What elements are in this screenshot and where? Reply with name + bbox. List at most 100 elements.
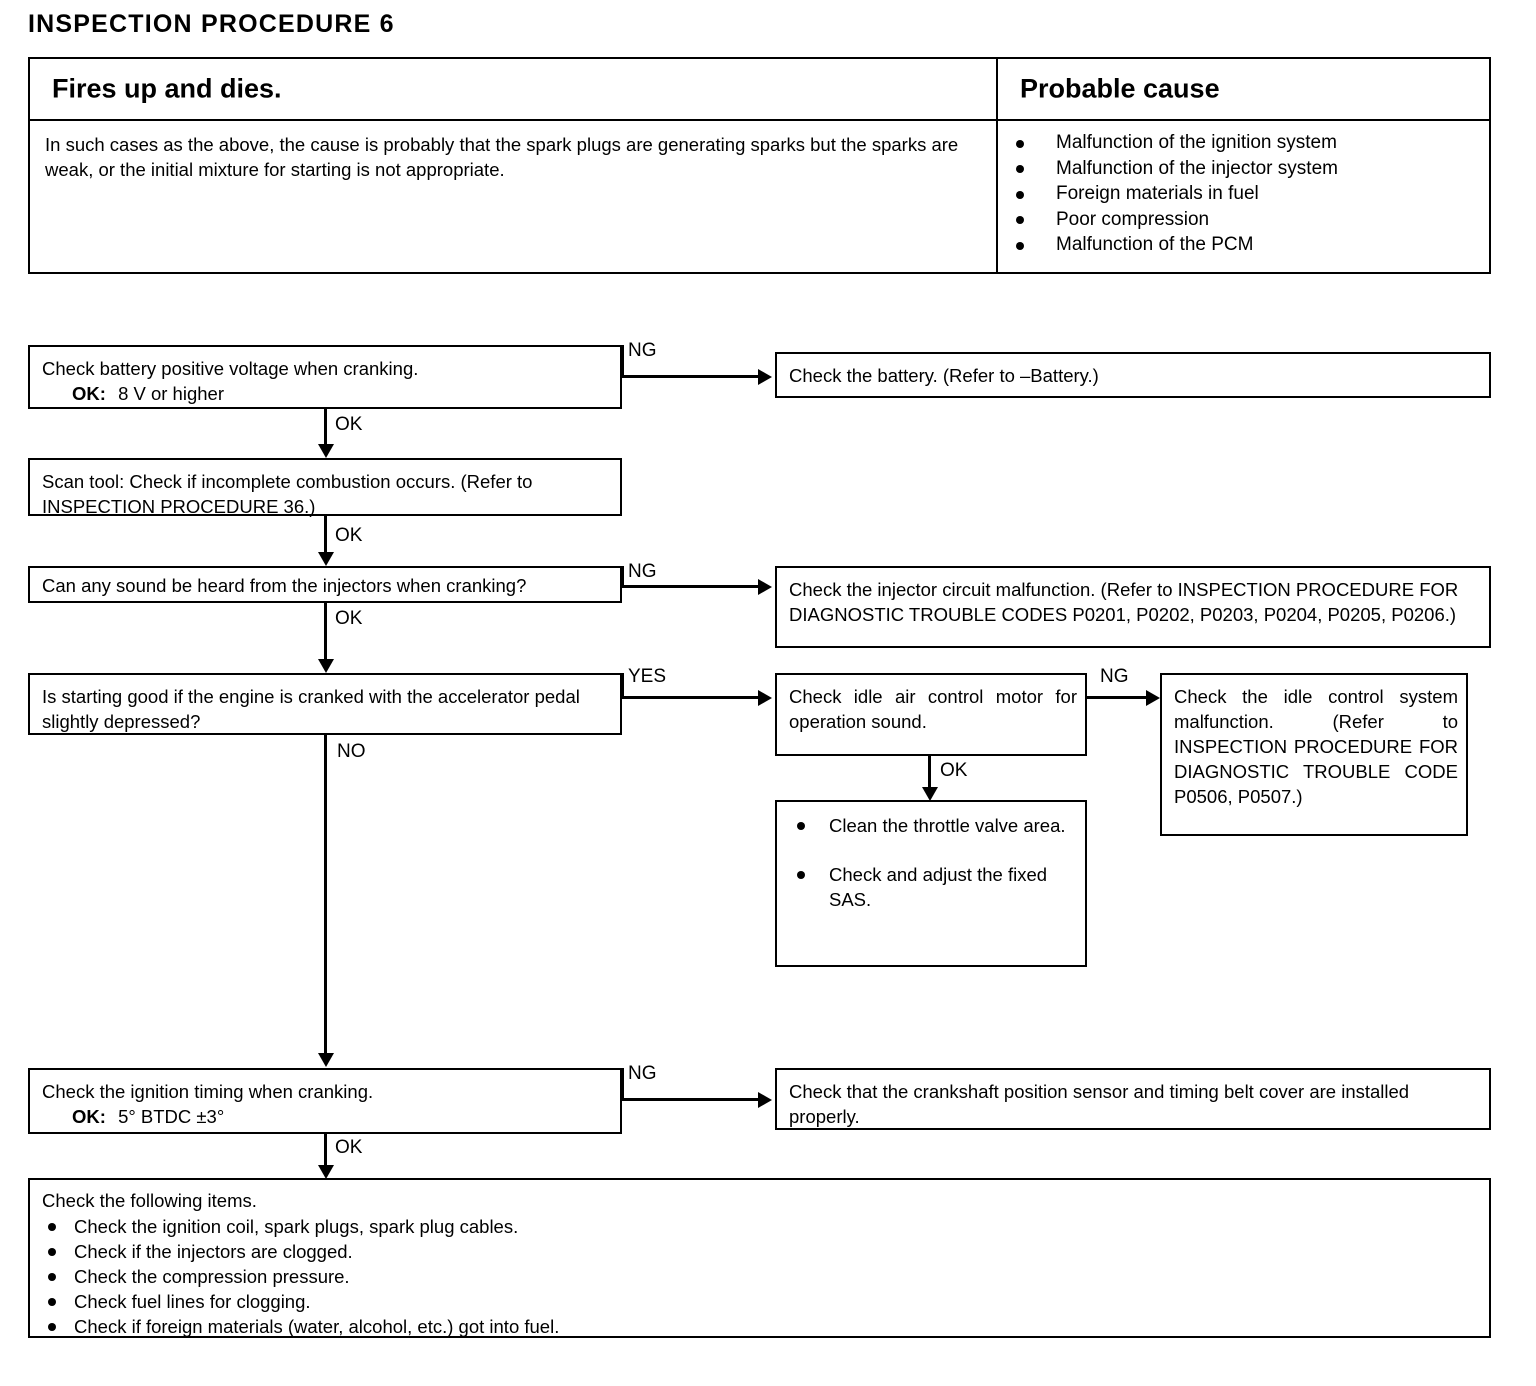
node-injector-sound: Can any sound be heard from the injector… xyxy=(28,566,622,603)
edge-label-accelerator-no: NO xyxy=(337,741,366,762)
edge-idle-ng-line xyxy=(1087,696,1149,699)
throttle-actions-list: Clean the throttle valve area. Check and … xyxy=(777,813,1077,912)
node-battery-result: Check the battery. (Refer to –Battery.) xyxy=(775,352,1491,398)
edge-battery-ng-line xyxy=(621,375,761,378)
cause-header-text: Probable cause xyxy=(1020,73,1220,104)
final-check-item-label: Check if the injectors are clogged. xyxy=(74,1241,353,1262)
node-scan-tool: Scan tool: Check if incomplete combustio… xyxy=(28,458,622,517)
idle-air-motor-text: Check idle air control motor for operati… xyxy=(789,686,1077,732)
bullet-icon xyxy=(797,871,805,879)
final-check-item: Check the compression pressure. xyxy=(30,1264,1481,1289)
timing-ok-value: 5° BTDC ±3° xyxy=(118,1106,225,1127)
battery-check-text: Check battery positive voltage when cran… xyxy=(42,356,612,406)
bullet-icon xyxy=(48,1273,56,1281)
battery-ok-value: 8 V or higher xyxy=(118,383,224,404)
throttle-action-item-label: Clean the throttle valve area. xyxy=(829,815,1066,836)
ignition-timing-text: Check the ignition timing when cranking.… xyxy=(42,1079,612,1129)
final-checks-heading: Check the following items. xyxy=(42,1190,257,1211)
edge-injector-ng-line xyxy=(621,585,761,588)
edge-accelerator-no-arrow xyxy=(317,1053,334,1067)
bullet-icon xyxy=(48,1223,56,1231)
probable-cause-item-label: Malfunction of the injector system xyxy=(1056,157,1338,179)
edge-timing-ok-line xyxy=(324,1134,327,1172)
edge-timing-ng-arrow xyxy=(758,1092,772,1108)
battery-ok-label: OK: xyxy=(72,383,106,404)
accelerator-start-text: Is starting good if the engine is cranke… xyxy=(42,686,580,732)
page-title: INSPECTION PROCEDURE 6 xyxy=(28,10,395,38)
edge-label-injector-ok: OK xyxy=(335,608,363,629)
final-check-item-label: Check if foreign materials (water, alcoh… xyxy=(74,1316,560,1337)
edge-label-battery-ok: OK xyxy=(335,414,363,435)
edge-injector-ok-line xyxy=(324,603,327,666)
timing-ok-label: OK: xyxy=(72,1106,106,1127)
probable-cause-item-label: Foreign materials in fuel xyxy=(1056,183,1259,204)
edge-battery-ng-arrow xyxy=(758,369,772,385)
probable-cause-item-label: Poor compression xyxy=(1056,208,1210,230)
final-check-item-label: Check the compression pressure. xyxy=(74,1266,350,1287)
edge-injector-ok-arrow xyxy=(317,659,334,673)
node-ignition-timing: Check the ignition timing when cranking.… xyxy=(28,1068,622,1134)
node-idle-control-system: Check the idle control system malfunctio… xyxy=(1160,673,1468,836)
final-check-item: Check if foreign materials (water, alcoh… xyxy=(30,1314,1481,1339)
crank-sensor-text: Check that the crankshaft position senso… xyxy=(789,1081,1410,1127)
final-check-item: Check the ignition coil, spark plugs, sp… xyxy=(30,1214,1481,1239)
edge-accelerator-yes-line xyxy=(621,696,761,699)
edge-battery-ok-line xyxy=(324,409,327,451)
edge-label-timing-ok: OK xyxy=(335,1137,363,1158)
edge-accelerator-yes-stub xyxy=(621,673,624,698)
symptom-description-cell: In such cases as the above, the cause is… xyxy=(30,121,998,272)
bullet-icon xyxy=(1016,241,1024,250)
edge-idle-ok-line xyxy=(928,756,931,794)
bullet-icon xyxy=(1016,190,1024,199)
bullet-icon xyxy=(797,822,805,830)
probable-cause-item: Foreign materials in fuel xyxy=(1012,181,1483,207)
final-check-item-label: Check the ignition coil, spark plugs, sp… xyxy=(74,1216,519,1237)
bullet-icon xyxy=(48,1323,56,1331)
edge-timing-ng-line xyxy=(621,1098,761,1101)
edge-battery-ok-arrow xyxy=(317,444,334,458)
edge-label-timing-ng: NG xyxy=(628,1063,657,1084)
cause-header-cell: Probable cause xyxy=(998,59,1489,119)
edge-accelerator-no-line xyxy=(324,735,327,1060)
probable-cause-item-label: Malfunction of the PCM xyxy=(1056,234,1254,255)
injector-circuit-text: Check the injector circuit malfunction. … xyxy=(789,579,1459,625)
battery-check-line1: Check battery positive voltage when cran… xyxy=(42,358,419,379)
battery-check-ok-line: OK: 8 V or higher xyxy=(42,381,612,406)
probable-cause-item: Malfunction of the injector system xyxy=(1012,156,1483,182)
battery-result-text: Check the battery. (Refer to –Battery.) xyxy=(789,365,1099,386)
throttle-action-item: Check and adjust the fixed SAS. xyxy=(777,862,1077,912)
node-crank-sensor: Check that the crankshaft position senso… xyxy=(775,1068,1491,1130)
probable-cause-item: Malfunction of the PCM xyxy=(1012,232,1483,258)
bullet-icon xyxy=(48,1248,56,1256)
final-checks-list: Check the ignition coil, spark plugs, sp… xyxy=(30,1214,1481,1339)
edge-injector-ng-arrow xyxy=(758,579,772,595)
symptom-header-cell: Fires up and dies. xyxy=(30,59,998,119)
throttle-action-item-label: Check and adjust the fixed SAS. xyxy=(829,864,1048,910)
probable-cause-item: Malfunction of the ignition system xyxy=(1012,130,1483,156)
throttle-action-item: Clean the throttle valve area. xyxy=(777,813,1077,838)
symptom-table: Fires up and dies. Probable cause In suc… xyxy=(28,57,1491,274)
bullet-icon xyxy=(48,1298,56,1306)
probable-cause-item-label: Malfunction of the ignition system xyxy=(1056,132,1337,153)
edge-label-idle-ng: NG xyxy=(1100,666,1129,687)
scan-tool-text: Scan tool: Check if incomplete combustio… xyxy=(42,471,533,517)
table-body-row: In such cases as the above, the cause is… xyxy=(30,121,1489,272)
node-final-checks: Check the following items. Check the ign… xyxy=(28,1178,1491,1338)
node-idle-air-motor: Check idle air control motor for operati… xyxy=(775,673,1087,756)
edge-label-battery-ng: NG xyxy=(628,340,657,361)
table-header-row: Fires up and dies. Probable cause xyxy=(30,59,1489,121)
final-check-item: Check if the injectors are clogged. xyxy=(30,1239,1481,1264)
final-check-item-label: Check fuel lines for clogging. xyxy=(74,1291,311,1312)
edge-battery-ng-stub xyxy=(621,345,624,377)
edge-label-accelerator-yes: YES xyxy=(628,666,667,687)
edge-injector-ng-stub xyxy=(621,566,624,587)
edge-label-scan-ok: OK xyxy=(335,525,363,546)
edge-idle-ng-arrow xyxy=(1146,690,1160,706)
bullet-icon xyxy=(1016,216,1024,224)
node-accelerator-start: Is starting good if the engine is cranke… xyxy=(28,673,622,735)
idle-control-system-text: Check the idle control system malfunctio… xyxy=(1174,686,1458,807)
node-throttle-actions: Clean the throttle valve area. Check and … xyxy=(775,800,1087,967)
